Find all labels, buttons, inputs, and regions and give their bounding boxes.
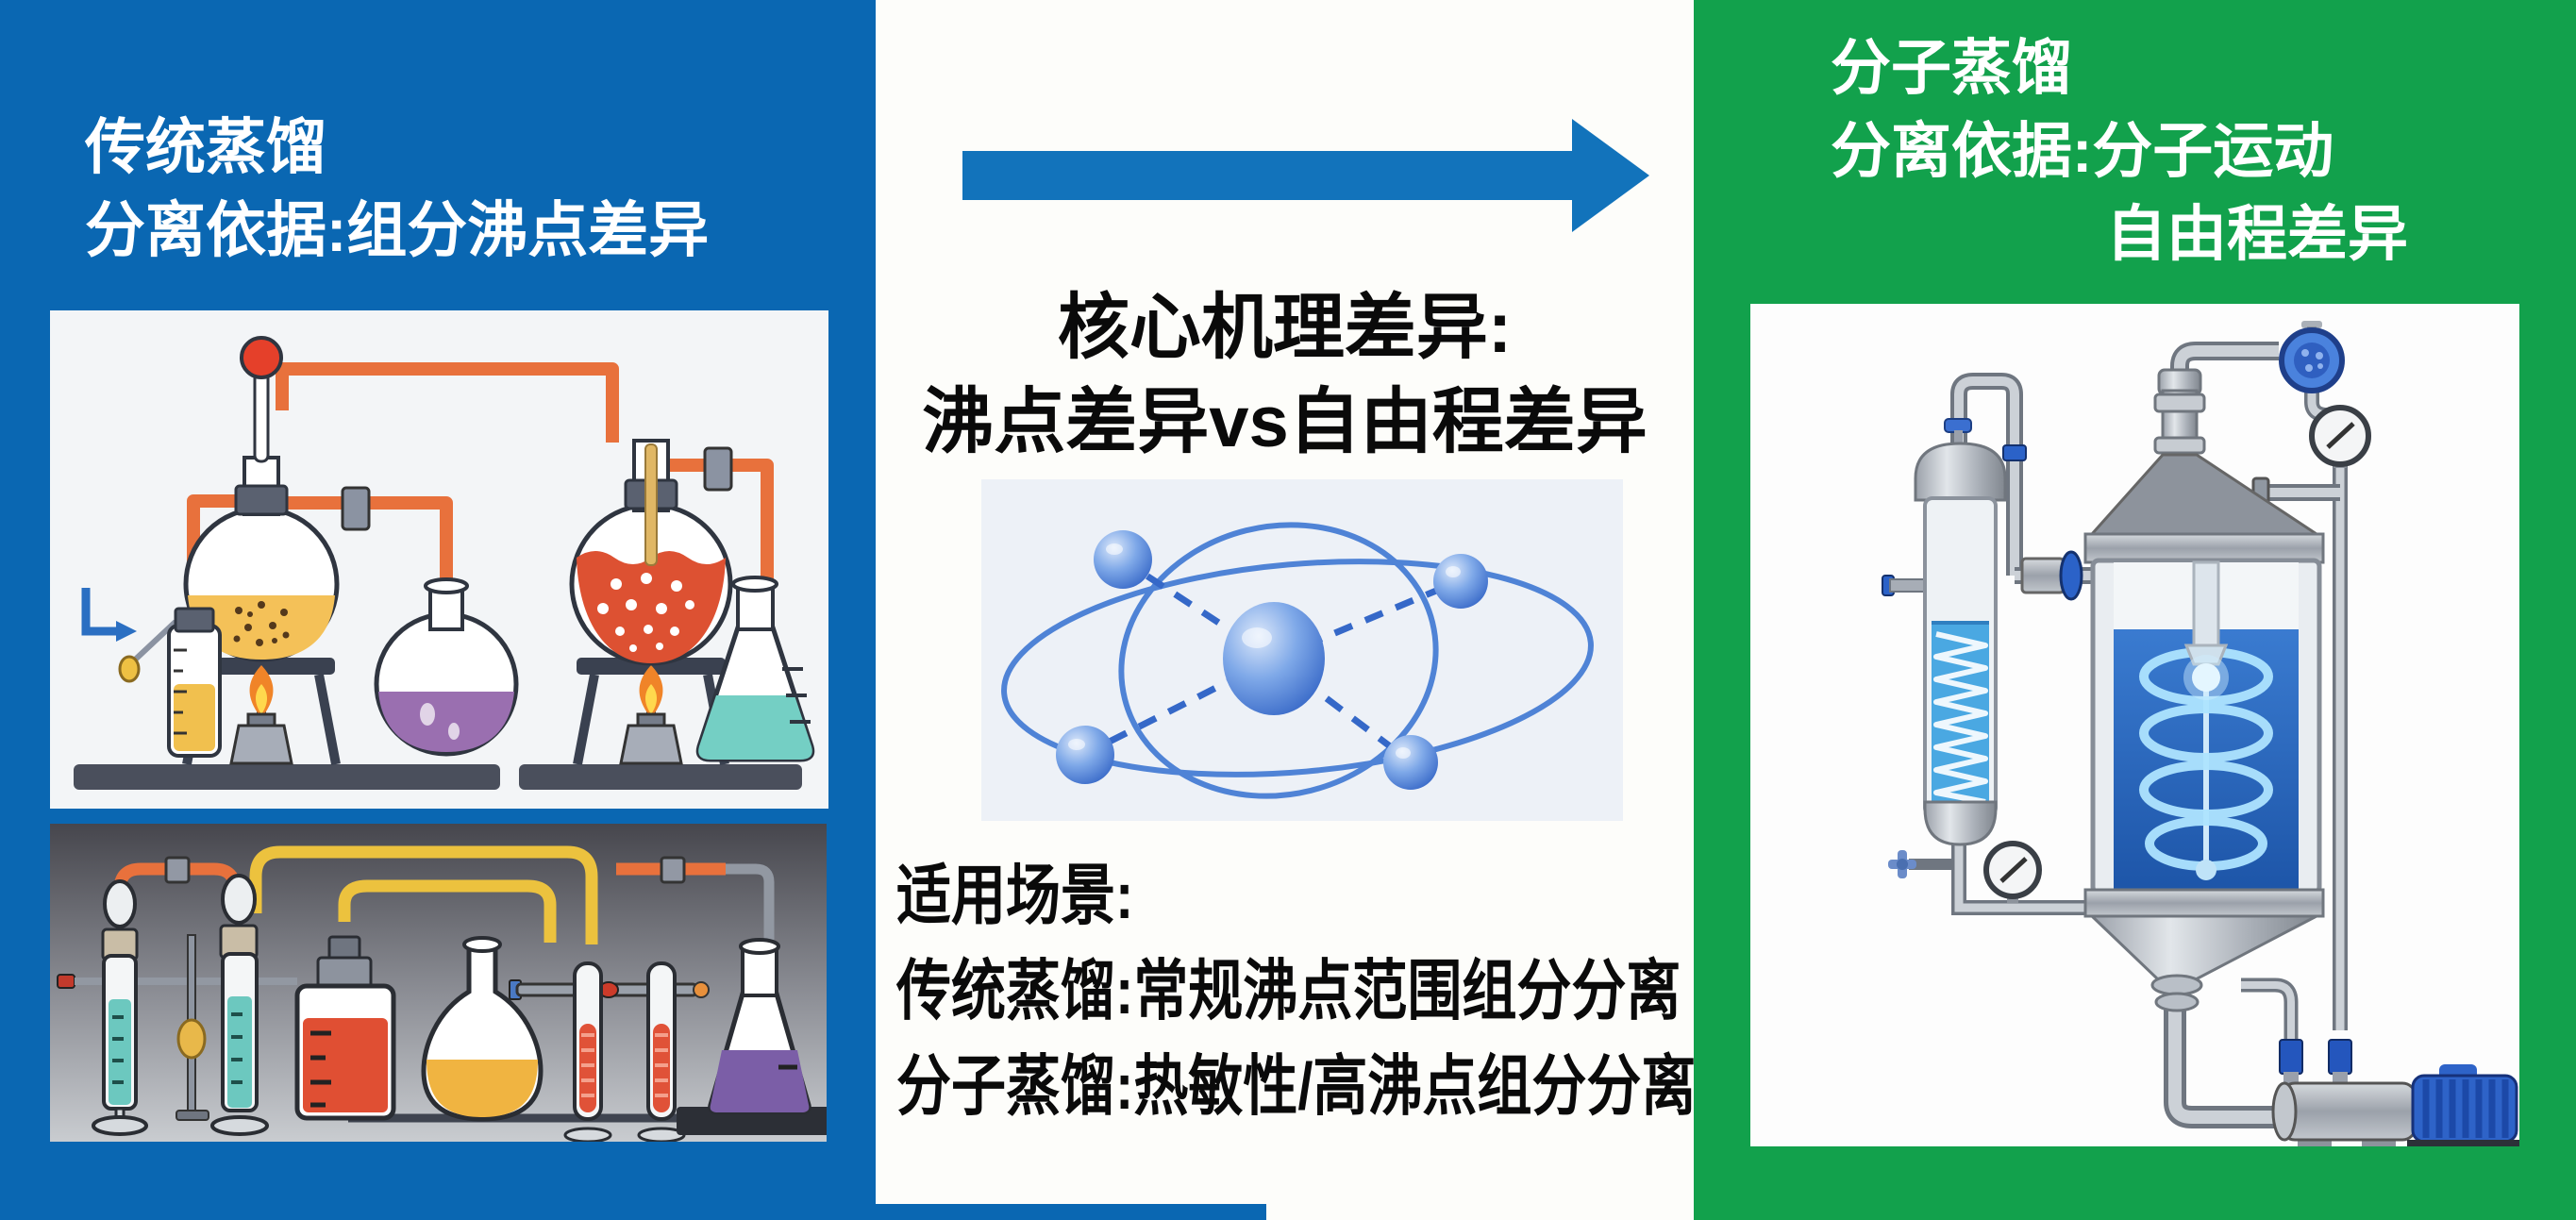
lab-glassware-illustration — [50, 824, 827, 1142]
left-title-line1: 传统蒸馏 — [85, 113, 326, 181]
molecular-distillation-panel: 分子蒸馏 分离依据:分子运动 自由程差异 — [1694, 0, 2576, 1220]
use-case-molecular: 分子蒸馏:热敏性/高沸点组分分离 — [896, 1049, 1697, 1124]
molecule-orbit-illustration — [981, 479, 1623, 821]
use-case-traditional: 传统蒸馏:常规沸点范围组分分离 — [896, 954, 1681, 1028]
traditional-distillation-illustration — [50, 310, 828, 809]
left-panel-title: 传统蒸馏 分离依据:组分沸点差异 — [85, 106, 709, 272]
molecular-distillation-image — [1750, 304, 2519, 1146]
traditional-distillation-image — [50, 310, 828, 809]
bottom-blue-strip — [876, 1204, 1266, 1220]
traditional-distillation-panel: 传统蒸馏 分离依据:组分沸点差异 — [0, 0, 876, 1220]
use-cases-block: 适用场景: 传统蒸馏:常规沸点范围组分分离 分子蒸馏:热敏性/高沸点组分分离 — [896, 849, 1696, 1134]
lab-glassware-image — [50, 824, 827, 1142]
right-title-line2: 分离依据:分子运动 — [1831, 117, 2334, 185]
right-panel-title: 分子蒸馏 分离依据:分子运动 自由程差异 — [1831, 26, 2408, 276]
comparison-center-panel: 核心机理差异: 沸点差异vs自由程差异 适用场景: 传统蒸馏:常 — [876, 0, 1696, 1220]
heading-line1: 核心机理差异: — [1057, 288, 1513, 368]
heading-line2: 沸点差异vs自由程差异 — [922, 382, 1648, 462]
use-cases-label: 适用场景: — [896, 859, 1134, 933]
right-arrow-icon — [953, 113, 1651, 236]
left-title-line2: 分离依据:组分沸点差异 — [85, 196, 710, 264]
core-mechanism-heading: 核心机理差异: 沸点差异vs自由程差异 — [876, 281, 1694, 470]
right-title-line3: 自由程差异 — [2106, 200, 2408, 268]
right-title-line1: 分子蒸馏 — [1831, 34, 2072, 102]
molecular-distillation-equipment-illustration — [1750, 304, 2519, 1146]
molecule-orbit-image — [981, 479, 1623, 821]
